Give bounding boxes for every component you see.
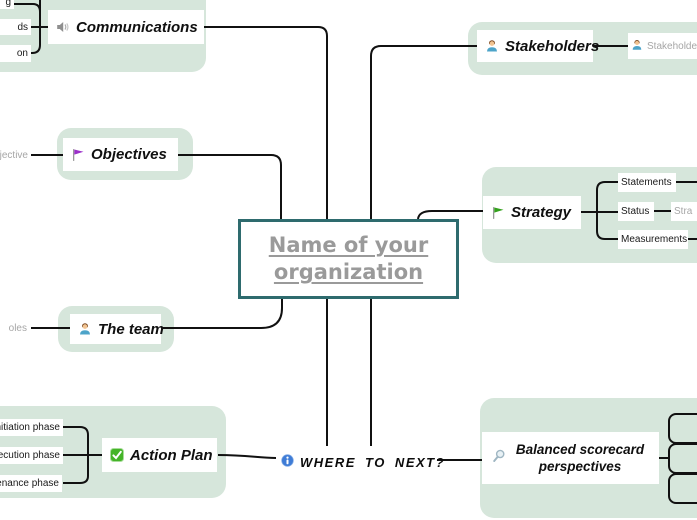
flag-purple-icon xyxy=(71,148,85,162)
node-strategy[interactable]: Strategy xyxy=(483,196,581,229)
node-action-plan[interactable]: Action Plan xyxy=(102,438,217,472)
node-label: The team xyxy=(98,320,164,338)
node-balanced-scorecard[interactable]: Balanced scorecard perspectives xyxy=(482,432,659,484)
node-label: xecution phase xyxy=(0,450,60,461)
node-the-team[interactable]: The team xyxy=(70,314,164,344)
node-label: Action Plan xyxy=(130,446,213,464)
connector-communications-center xyxy=(204,26,328,219)
node-team-child[interactable]: oles xyxy=(0,319,30,338)
node-label: ds xyxy=(17,21,28,33)
speaker-icon xyxy=(56,20,70,34)
node-label: Name of your organization xyxy=(268,233,429,284)
node-objectives-child[interactable]: jective xyxy=(0,146,31,164)
node-label: Communications xyxy=(76,18,198,36)
node-label: Statements xyxy=(621,177,672,188)
connector-team-center xyxy=(161,298,283,329)
node-status[interactable]: Status xyxy=(618,202,654,221)
node-label: on xyxy=(16,48,28,59)
node-label: Objectives xyxy=(91,146,167,163)
person-icon xyxy=(78,322,92,336)
node-label: Stra xyxy=(674,206,693,217)
connector-strategy-measurements xyxy=(596,212,618,240)
node-label: Stakeholder xyxy=(647,40,697,52)
node-where-to-next[interactable]: WHERE TO NEXT? xyxy=(281,451,444,473)
node-execution-phase[interactable]: xecution phase xyxy=(0,447,63,464)
node-scorecard-child-3[interactable] xyxy=(668,473,697,504)
flag-green-icon xyxy=(491,206,505,220)
node-stakeholder-child[interactable]: Stakeholder xyxy=(628,33,697,59)
node-objectives[interactable]: Objectives xyxy=(63,138,178,171)
node-label: Status xyxy=(621,206,650,217)
node-label: Initiation phase xyxy=(0,422,60,433)
node-label: jective xyxy=(0,149,28,161)
node-measurements[interactable]: Measurements xyxy=(618,230,688,249)
node-label: Measurements xyxy=(621,234,688,245)
node-stakeholders[interactable]: Stakeholders xyxy=(477,30,599,62)
node-label: Stakeholders xyxy=(505,37,600,55)
node-communications[interactable]: Communications xyxy=(48,10,204,44)
connector-communications-bracket xyxy=(30,0,41,54)
node-label: tenance phase xyxy=(0,478,59,489)
connector-actionplan-initiation xyxy=(63,426,89,455)
node-center-organization[interactable]: Name of your organization xyxy=(238,219,459,299)
info-icon xyxy=(281,454,294,470)
person-icon xyxy=(485,39,499,53)
connector-actionplan-maintenance xyxy=(63,455,89,484)
node-maintenance-phase[interactable]: tenance phase xyxy=(0,475,62,492)
node-status-child[interactable]: Stra xyxy=(671,202,697,221)
check-icon xyxy=(110,448,124,462)
connector-stakeholders-center xyxy=(370,45,477,219)
node-label: Balanced scorecard perspectives xyxy=(515,442,645,474)
connector-strategy-center xyxy=(417,210,483,220)
connector-communications-child1 xyxy=(13,3,41,13)
node-label: g xyxy=(5,0,11,8)
node-statements[interactable]: Statements xyxy=(618,173,676,192)
node-label: Strategy xyxy=(511,204,572,221)
connector-actionplan-wherenext xyxy=(217,454,277,459)
magnifier-icon xyxy=(492,449,506,467)
person-icon xyxy=(631,39,643,54)
node-communications-child-3[interactable]: on xyxy=(0,45,31,62)
node-communications-child-1[interactable]: g xyxy=(0,0,14,9)
node-scorecard-child-1[interactable] xyxy=(668,413,697,444)
connector-objectives-center xyxy=(178,154,282,219)
node-label: oles xyxy=(8,323,27,334)
node-initiation-phase[interactable]: Initiation phase xyxy=(0,419,63,436)
node-scorecard-child-2[interactable] xyxy=(668,443,697,474)
connector-strategy-statements xyxy=(596,181,618,212)
node-communications-child-2[interactable]: ds xyxy=(0,19,31,35)
node-label: WHERE TO NEXT? xyxy=(300,454,446,470)
